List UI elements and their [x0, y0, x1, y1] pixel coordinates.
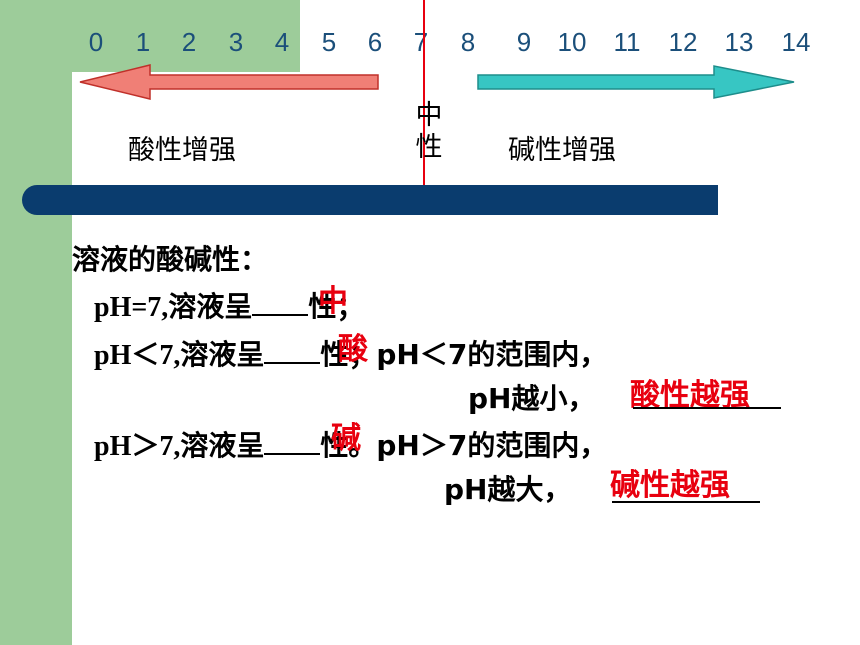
- line-ph-greater-7: pH＞7,溶液呈 性。pH＞7的范围内，: [94, 424, 607, 464]
- line1-cn: 溶液呈: [168, 290, 253, 323]
- section-divider-bar: [22, 185, 718, 215]
- ph-tick-3: 3: [228, 27, 244, 57]
- ph-tick-5: 5: [321, 27, 337, 57]
- line2-cn: 溶液呈: [180, 338, 265, 371]
- answer-stronger-base: 碱性越强: [610, 468, 730, 503]
- ph-tick-0: 0: [88, 27, 104, 57]
- answer-neutral: 中: [318, 284, 348, 319]
- answer-stronger-acid-underline: [633, 407, 781, 409]
- neutral-marker-line: [423, 0, 425, 200]
- direction-arrows: [79, 64, 795, 100]
- acid-increase-label: 酸性增强: [128, 135, 236, 166]
- ph-tick-9: 9: [516, 27, 532, 57]
- neutral-label-top: 中: [415, 100, 443, 131]
- ph-tick-10: 10: [557, 27, 587, 57]
- ph-tick-8: 8: [460, 27, 476, 57]
- line1-blank: [252, 286, 309, 316]
- ph-tick-11: 11: [613, 27, 641, 57]
- line4-suffix: 性。pH＞7的范围内，: [320, 429, 608, 462]
- line2-suffix: 性；pH＜7的范围内，: [320, 338, 608, 371]
- line1-prefix: pH=7,: [94, 292, 169, 323]
- ph-tick-14: 14: [781, 27, 811, 57]
- answer-acid: 酸: [338, 332, 368, 367]
- left-green-bar: [0, 0, 72, 645]
- acid-arrow: [79, 64, 379, 100]
- ph-tick-4: 4: [274, 27, 290, 57]
- content-heading: 溶液的酸碱性：: [72, 238, 268, 278]
- heading-text: 溶液的酸碱性：: [72, 243, 269, 276]
- ph-tick-12: 12: [668, 27, 698, 57]
- neutral-label: 中 性: [412, 100, 446, 164]
- ph-tick-13: 13: [724, 27, 754, 57]
- line-larger-ph: pH越大，: [444, 468, 571, 508]
- line2-blank: [264, 334, 321, 364]
- ph-tick-2: 2: [181, 27, 197, 57]
- ph-scale: 0 1 2 3 4 5 6 7 8 9 10 11 12 13 14: [0, 27, 860, 61]
- answer-stronger-base-underline: [612, 501, 760, 503]
- line2-prefix: pH＜7,: [94, 340, 181, 371]
- base-arrow: [477, 65, 795, 99]
- line1-suffix: 性；: [308, 290, 365, 323]
- line-ph-less-7: pH＜7,溶液呈 性；pH＜7的范围内，: [94, 333, 607, 373]
- ph-tick-1: 1: [135, 27, 151, 57]
- neutral-label-bottom: 性: [415, 132, 443, 163]
- line4-blank: [264, 425, 321, 455]
- line4-prefix: pH＞7,: [94, 431, 181, 462]
- line-ph-equal-7: pH=7,溶液呈 性；: [94, 285, 364, 325]
- line5-text: pH越大，: [444, 473, 572, 506]
- answer-base: 碱: [331, 421, 361, 456]
- ph-tick-6: 6: [367, 27, 383, 57]
- top-green-block: [0, 0, 300, 72]
- line-smaller-ph: pH越小，: [468, 377, 595, 417]
- base-increase-label: 碱性增强: [508, 135, 616, 166]
- ph-tick-7: 7: [413, 27, 429, 57]
- line4-cn: 溶液呈: [180, 429, 265, 462]
- line3-text: pH越小，: [468, 382, 596, 415]
